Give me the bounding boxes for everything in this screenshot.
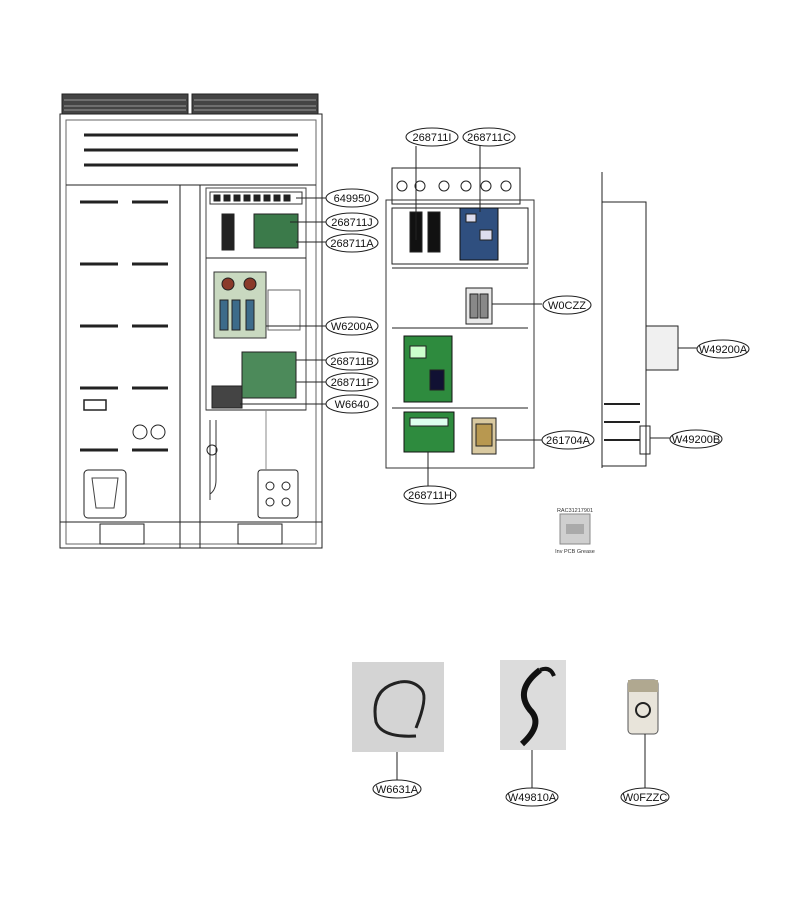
svg-text:W49200A: W49200A <box>699 344 748 356</box>
callout-268711C: 268711C <box>462 127 516 147</box>
leader-lines <box>240 146 698 788</box>
callout-W49200B: W49200B <box>669 429 723 449</box>
callout-268711I: 268711I <box>405 127 459 147</box>
pcb-268711A-left <box>253 213 299 249</box>
terminal-strip <box>209 191 303 205</box>
svg-text:268711F: 268711F <box>331 377 374 389</box>
callout-W0FZZC: W0FZZC <box>620 787 670 807</box>
callout-268711H: 268711H <box>403 485 457 505</box>
callout-268711J: 268711J <box>325 212 379 232</box>
fan-grille-right <box>191 93 319 115</box>
svg-text:649950: 649950 <box>334 193 371 205</box>
svg-text:W49200B: W49200B <box>672 434 720 446</box>
photo-W49810A <box>500 660 566 750</box>
callout-649950: 649950 <box>325 188 379 208</box>
cabinet-outline <box>59 113 323 549</box>
pcb-grease: RAC31217901 Inv PCB Grease <box>555 508 595 555</box>
callout-W0CZZ: W0CZZ <box>542 295 592 315</box>
svg-text:261704A: 261704A <box>546 435 591 447</box>
photo-W0FZZC <box>627 679 659 735</box>
svg-text:268711C: 268711C <box>467 132 511 144</box>
svg-text:W0FZZC: W0FZZC <box>623 792 668 804</box>
svg-text:W6200A: W6200A <box>331 321 374 333</box>
svg-text:W6631A: W6631A <box>376 784 419 796</box>
svg-text:268711B: 268711B <box>330 356 373 368</box>
svg-text:W0CZZ: W0CZZ <box>548 300 586 312</box>
callout-268711A: 268711A <box>325 233 379 253</box>
fan-grille-left <box>61 93 189 115</box>
photo-W6631A <box>352 662 444 752</box>
control-box-exploded-view <box>385 167 535 469</box>
outdoor-unit-side-view <box>601 172 679 468</box>
part-W49200A-housing <box>645 325 679 371</box>
grease-code: RAC31217901 <box>557 508 593 514</box>
outdoor-unit-front-view <box>59 93 323 549</box>
callout-W6640: W6640 <box>325 394 379 414</box>
callout-W49810A: W49810A <box>505 787 559 807</box>
svg-text:W49810A: W49810A <box>508 792 557 804</box>
handle-right <box>257 469 299 519</box>
left-panel-slots <box>80 200 168 452</box>
callout-W49200A: W49200A <box>696 339 750 359</box>
callout-261704A: 261704A <box>541 430 595 450</box>
svg-text:W6640: W6640 <box>335 399 370 411</box>
callout-268711B: 268711B <box>325 351 379 371</box>
svg-text:268711H: 268711H <box>408 490 452 502</box>
pcb-268711B-left <box>241 351 297 399</box>
svg-text:268711A: 268711A <box>330 238 374 250</box>
callout-W6200A: W6200A <box>325 316 379 336</box>
grease-caption: Inv PCB Grease <box>555 549 595 555</box>
callout-W6631A: W6631A <box>372 779 422 799</box>
pcb-268711J-left <box>221 213 235 251</box>
svg-text:268711I: 268711I <box>413 132 452 144</box>
svg-text:268711J: 268711J <box>331 217 372 229</box>
handle-left <box>83 469 127 519</box>
part-W49200B-housing <box>639 425 651 455</box>
callout-268711F: 268711F <box>325 372 379 392</box>
